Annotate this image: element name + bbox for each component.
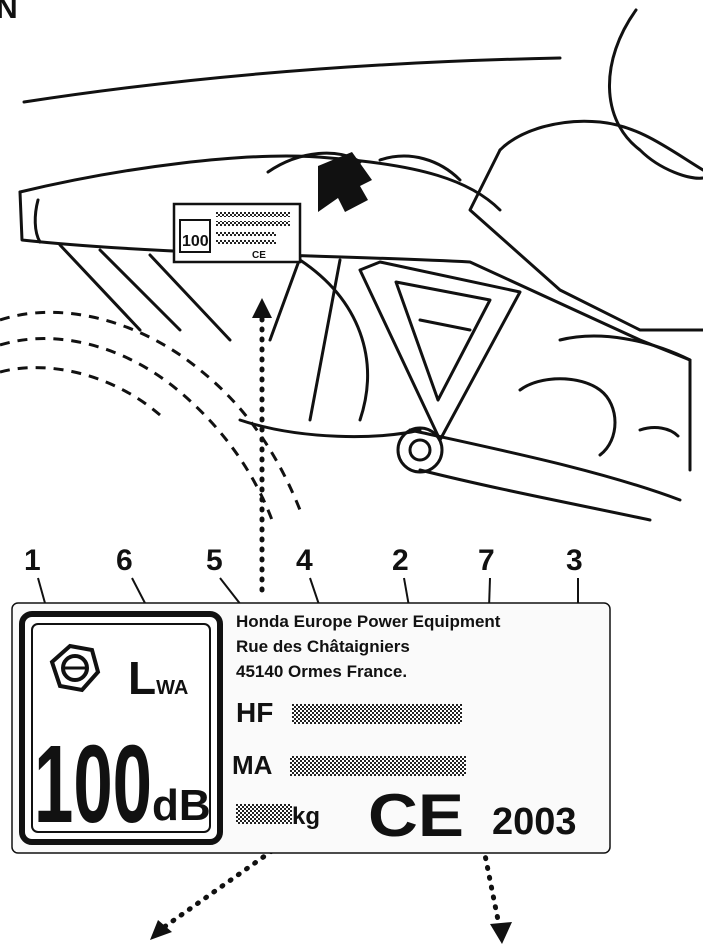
callout-5: 5	[206, 544, 223, 577]
callout-6: 6	[116, 544, 133, 577]
ma-prefix: MA	[232, 750, 273, 780]
engine-nut-icon	[49, 643, 101, 693]
manufacturer-line-1: Honda Europe Power Equipment	[236, 612, 501, 631]
ma-hatched-field	[290, 756, 466, 776]
arrow-icon	[318, 152, 372, 212]
wheel-illustration	[0, 310, 302, 521]
manufacturer-line-3: 45140 Ormes France.	[236, 662, 407, 681]
kg-hatched-field	[236, 804, 292, 824]
hf-hatched-field	[292, 704, 462, 724]
callout-numbers: 1 6 5 4 2 7 3	[24, 544, 583, 577]
mower-illustration	[18, 8, 703, 522]
hf-prefix: HF	[236, 697, 273, 728]
mini-label: 100 CE	[172, 202, 302, 264]
callout-3: 3	[566, 544, 583, 577]
sound-level-box	[19, 611, 223, 845]
corner-letter: N	[0, 0, 18, 25]
callout-1: 1	[24, 544, 41, 577]
arrowhead-down-left	[150, 920, 172, 940]
kg-unit: kg	[292, 803, 320, 830]
year: 2003	[492, 801, 577, 843]
mini-sound-value: 100	[182, 233, 209, 250]
arrowhead-up	[252, 298, 272, 318]
manufacturer-line-2: Rue des Châtaigniers	[236, 637, 410, 656]
ce-mark: CE	[368, 782, 464, 849]
lwa-subscript: WA	[156, 677, 188, 699]
label-plate: LWA 100 dB Honda Europe Power Equipment …	[11, 602, 611, 854]
arrowhead-down-right	[490, 922, 512, 944]
callout-4: 4	[296, 544, 313, 577]
lwa-letter: LWA	[128, 652, 188, 704]
callout-7: 7	[478, 544, 495, 577]
sound-level-value: 100	[34, 723, 152, 846]
mini-ce-mark: CE	[252, 250, 266, 261]
sound-level-unit: dB	[152, 781, 211, 830]
callout-2: 2	[392, 544, 409, 577]
